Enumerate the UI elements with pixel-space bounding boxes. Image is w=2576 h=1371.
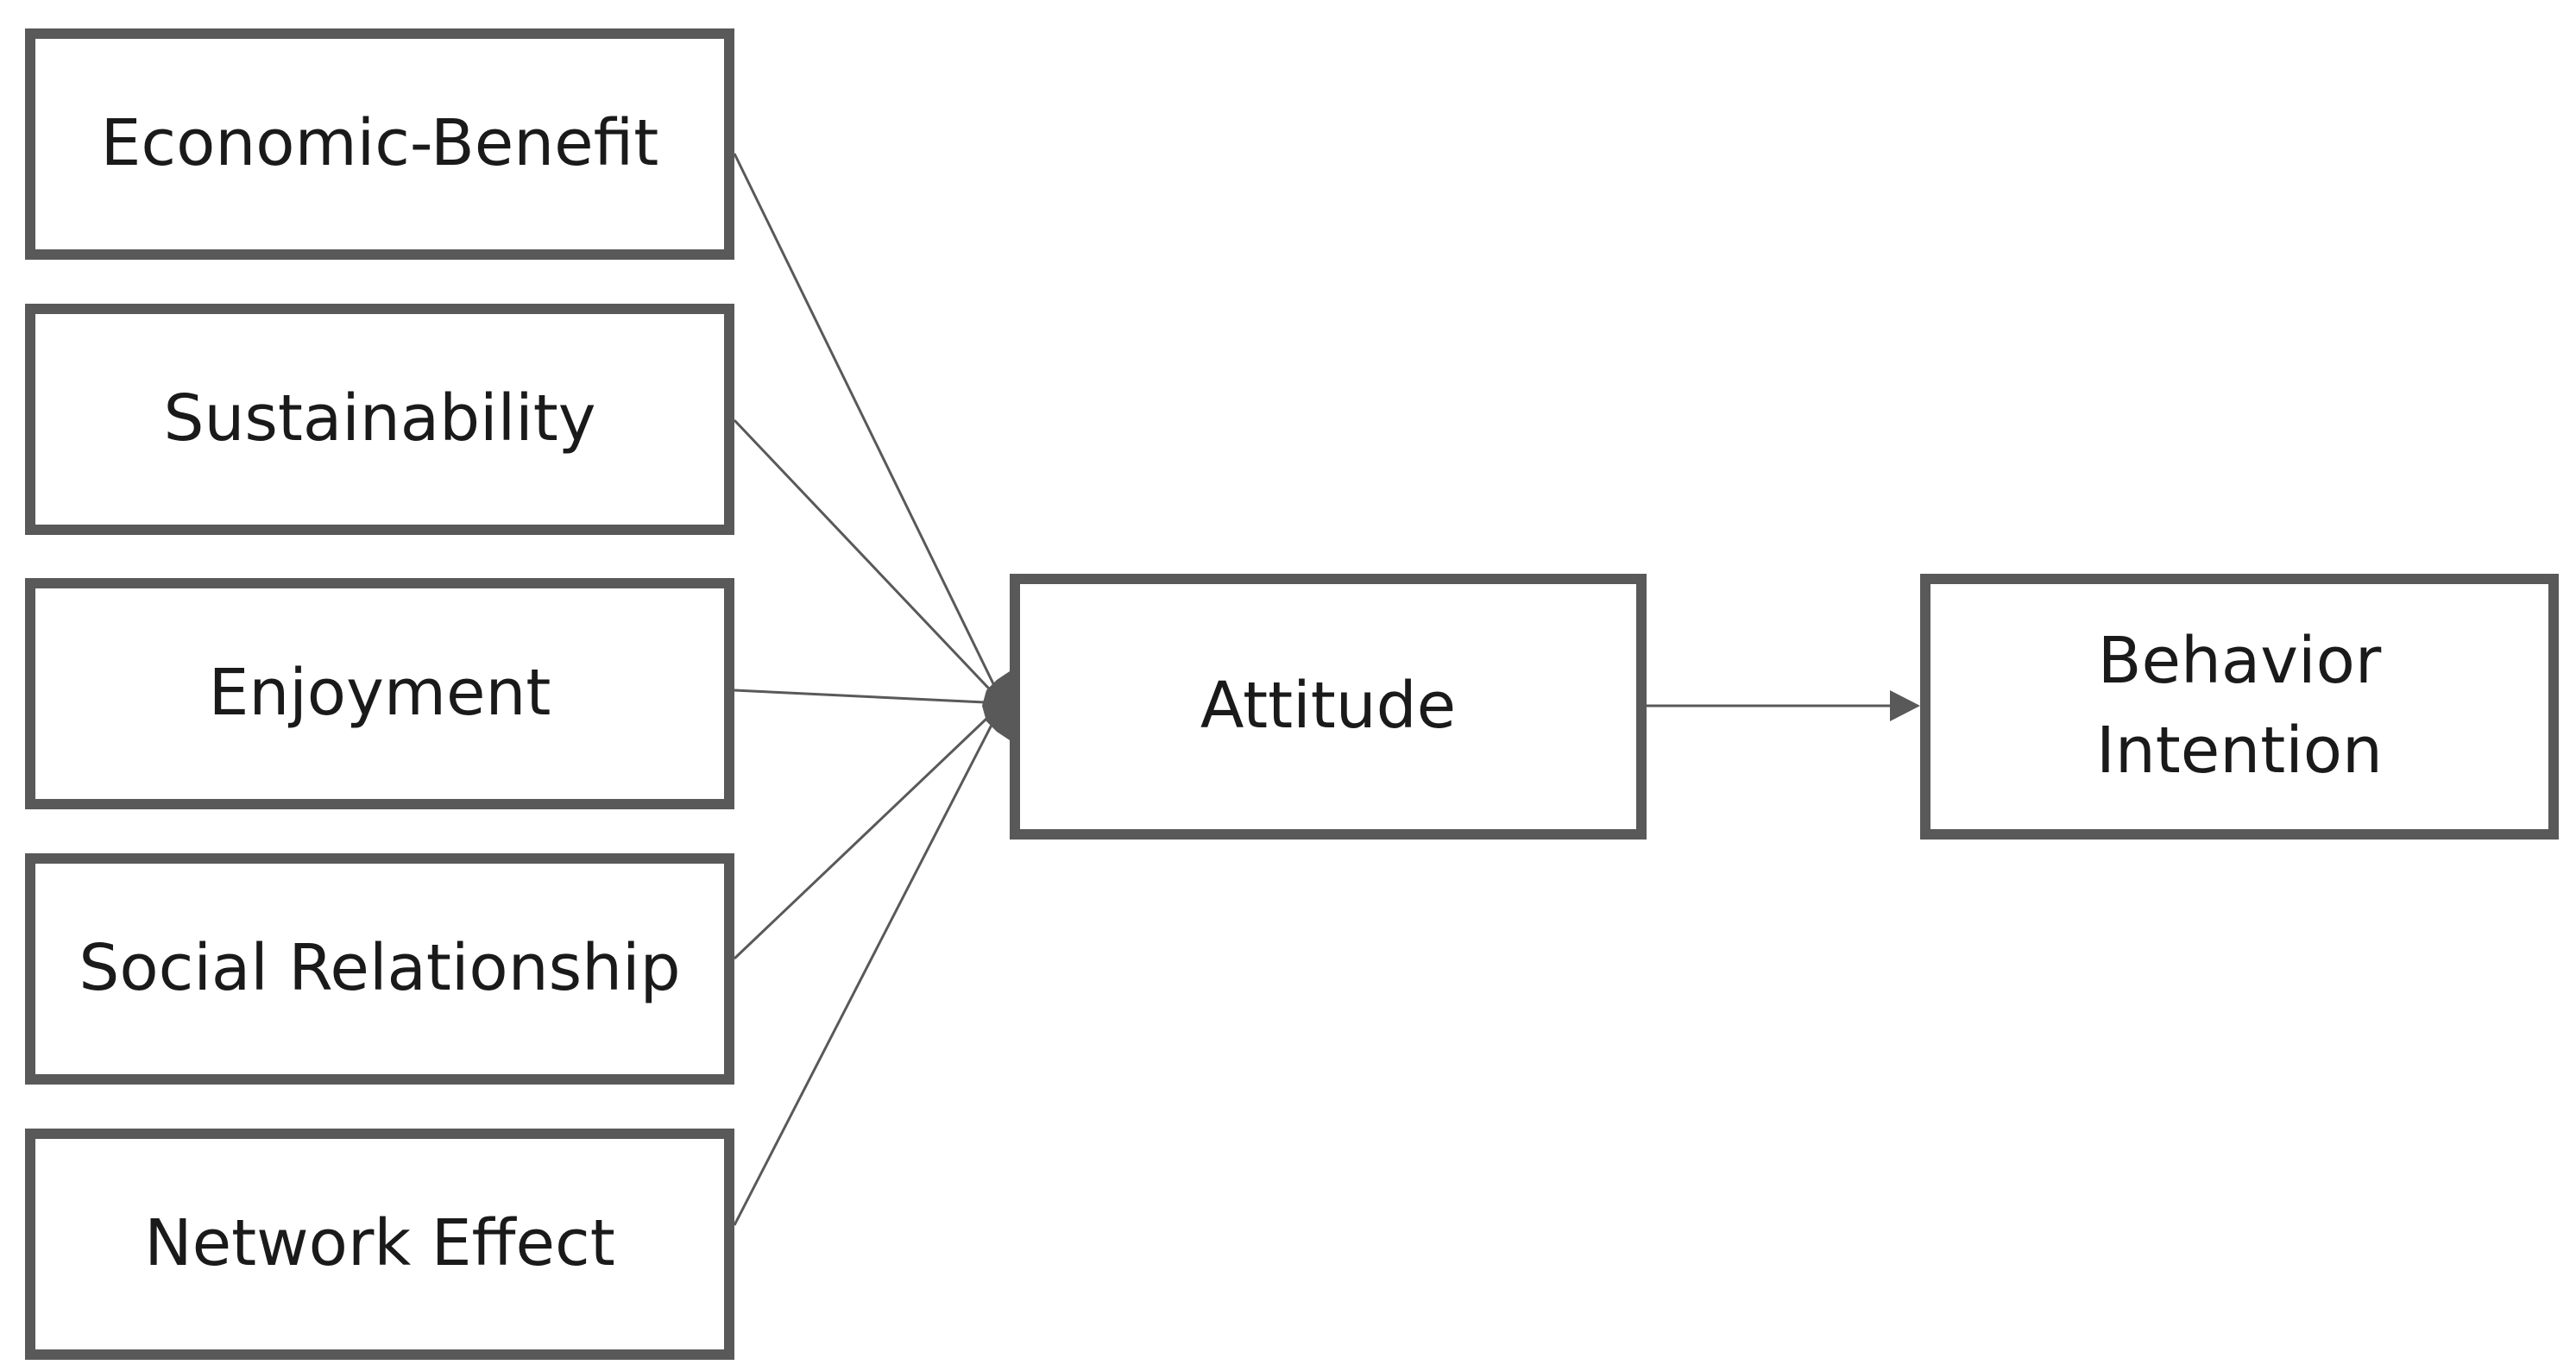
- enjoyment-box: Enjoyment: [25, 578, 734, 809]
- attitude-box: Attitude: [1010, 574, 1647, 840]
- arrowhead-behavior-intention: [1890, 690, 1920, 721]
- edge-enjoyment-to-attitude: [734, 689, 1004, 705]
- behavior-intention-box: Behavior Intention: [1920, 574, 2559, 840]
- behavior-intention-label-line1: Behavior: [2097, 624, 2382, 699]
- network-effect-box: Network Effect: [25, 1129, 734, 1360]
- edge-network-effect-to-attitude: [733, 702, 1005, 1226]
- arrowhead-attitude: [982, 671, 1010, 740]
- behavior-intention-label: Behavior Intention: [2096, 617, 2383, 796]
- attitude-label: Attitude: [1200, 669, 1457, 744]
- edge-economic-benefit-to-attitude: [733, 153, 1005, 704]
- economic-benefit-box: Economic-Benefit: [25, 28, 734, 260]
- network-effect-label: Network Effect: [144, 1206, 615, 1281]
- economic-benefit-label: Economic-Benefit: [100, 106, 659, 181]
- sustainability-label: Sustainability: [163, 381, 596, 456]
- edge-social-relationship-to-attitude: [733, 701, 1005, 960]
- behavior-intention-label-line2: Intention: [2096, 714, 2383, 788]
- social-relationship-label: Social Relationship: [79, 931, 681, 1006]
- edge-sustainability-to-attitude: [733, 418, 1005, 705]
- enjoyment-label: Enjoyment: [208, 656, 551, 731]
- social-relationship-box: Social Relationship: [25, 853, 734, 1085]
- sustainability-box: Sustainability: [25, 304, 734, 535]
